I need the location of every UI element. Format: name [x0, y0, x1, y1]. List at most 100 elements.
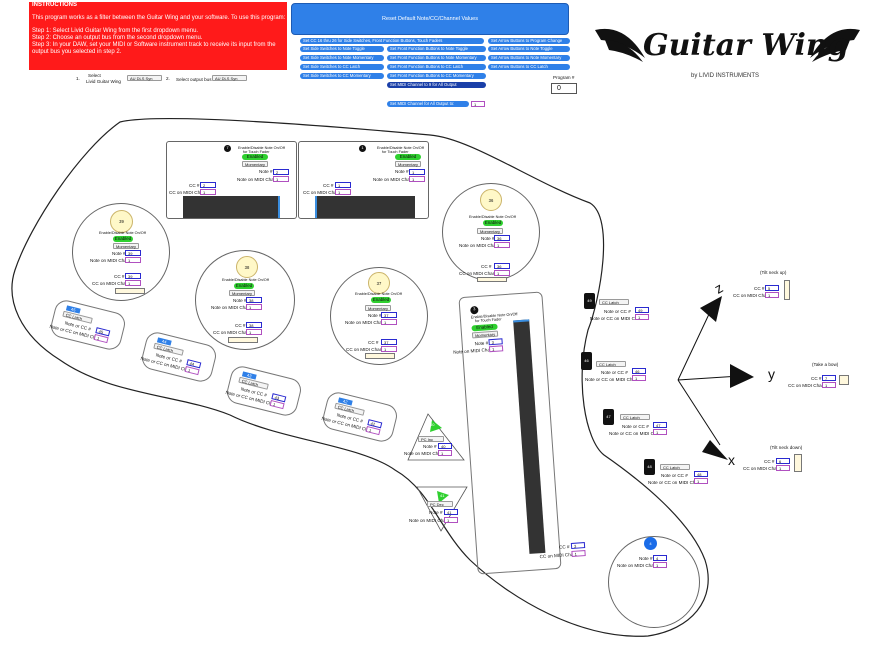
fader-2-mode-dropdown[interactable]: Momentary — [395, 161, 421, 167]
pad-38-cc-field[interactable]: 38 — [246, 322, 262, 328]
pad-39-note-chan-stepper[interactable]: 1 — [125, 257, 141, 263]
fader-1-cc-chan-label: CC on MIDI Chan — [169, 190, 206, 195]
fader-2-slider[interactable] — [315, 196, 415, 218]
vertical-fader-note-chan-stepper[interactable]: 1 — [488, 345, 504, 353]
pad-37-pressure-slot[interactable] — [365, 353, 395, 359]
side-switch-49-num-field[interactable]: 49 — [635, 307, 649, 313]
output-bus-dropdown[interactable]: AU DLS Syn — [212, 75, 247, 81]
pad-38-cc-chan-stepper[interactable]: 1 — [246, 329, 262, 335]
pad-38-note-field[interactable]: 38 — [246, 297, 262, 303]
fader-2-cc-field[interactable]: 1 — [335, 182, 351, 188]
pad-38-enabled-toggle[interactable]: Enabled — [234, 283, 254, 289]
pad-37-cc-chan-stepper[interactable]: 1 — [381, 346, 397, 352]
midi-all-label-button[interactable]: Set MIDI Channel for All Output to: — [387, 101, 469, 107]
tilt-up-chan-stepper[interactable]: 1 — [765, 292, 779, 298]
fader-2-enabled-toggle[interactable]: Enabled — [395, 154, 421, 160]
arrow-up-chan-stepper[interactable]: 1 — [438, 450, 452, 456]
pad-37-note-field[interactable]: 37 — [381, 312, 397, 318]
side-switch-48-mode-dropdown[interactable]: CC Latch — [660, 464, 690, 470]
front-note-toggle-button[interactable]: Set Front Function Buttons to Note Toggl… — [387, 46, 486, 52]
fader-2-note-field[interactable]: 1 — [409, 169, 425, 175]
wheel-indicator[interactable]: 4 — [644, 537, 657, 550]
pad-39-mode-dropdown[interactable]: Momentary — [113, 243, 139, 249]
pad-37-enabled-toggle[interactable]: Enabled — [371, 297, 391, 303]
pad-38-pressure-slot[interactable] — [228, 337, 258, 343]
pad-36-mode-dropdown[interactable]: Momentary — [477, 228, 503, 234]
fader-1-cc-chan-stepper[interactable]: 1 — [200, 189, 216, 195]
arrow-up-mode-dropdown[interactable]: PC Inc — [418, 436, 444, 442]
side-note-toggle-button[interactable]: Set Side Switches to Note Toggle — [300, 46, 384, 52]
pad-36-cc-field[interactable]: 36 — [494, 263, 510, 269]
pad-36-note-field[interactable]: 36 — [494, 235, 510, 241]
pad-38-knob[interactable]: 38 — [236, 256, 258, 278]
arrow-down-mode-dropdown[interactable]: PC Dec — [427, 501, 453, 507]
side-switch-46-chan-stepper[interactable]: 1 — [632, 375, 646, 381]
pad-37-mode-dropdown[interactable]: Momentary — [365, 305, 391, 311]
pad-36-pressure-slot[interactable] — [477, 277, 507, 282]
vertical-fader-note-field[interactable]: 3 — [488, 338, 503, 346]
pad-38-mode-dropdown[interactable]: Momentary — [229, 290, 255, 296]
fader-1-cc-field[interactable]: 2 — [200, 182, 216, 188]
preset-cc16-26-button[interactable]: Set CC 16 thru 26 for Side Switches, Fro… — [300, 38, 484, 44]
pad-37-knob[interactable]: 37 — [368, 272, 390, 294]
midi-channel-9-button[interactable]: Set MIDI Channel to 9 for All Output — [387, 82, 486, 88]
fader-2-cc-chan-stepper[interactable]: 1 — [335, 189, 351, 195]
arrow-down-chan-stepper[interactable]: 1 — [444, 517, 458, 523]
tilt-down-chan-stepper[interactable]: 1 — [776, 465, 790, 471]
front-cc-latch-button[interactable]: Set Front Function Buttons to CC Latch — [387, 64, 486, 70]
side-switch-49-chan-stepper[interactable]: 1 — [635, 314, 649, 320]
fader-2-note-chan-stepper[interactable]: 1 — [409, 176, 425, 182]
vertical-fader-mode-dropdown[interactable]: Momentary — [471, 330, 499, 339]
pad-39-knob[interactable]: 39 — [110, 210, 133, 233]
front-note-momentary-button[interactable]: Set Front Function Buttons to Note Momen… — [387, 55, 486, 61]
side-switch-46-num-field[interactable]: 46 — [632, 368, 646, 374]
tilt-down-cc-field[interactable]: 6 — [776, 458, 790, 464]
wheel-note-field[interactable]: 4 — [653, 555, 667, 561]
front-cc-momentary-button[interactable]: Set Front Function Buttons to CC Momenta… — [387, 73, 486, 79]
pad-36-enabled-toggle[interactable]: Enabled — [483, 220, 503, 226]
bow-chan-stepper[interactable]: 1 — [822, 382, 836, 388]
vertical-fader-cc-chan-stepper[interactable]: 1 — [571, 550, 586, 557]
pad-39-cc-chan-stepper[interactable]: 1 — [125, 280, 141, 286]
arrow-cc-latch-button[interactable]: Set Arrow Buttons to CC Latch — [488, 64, 570, 70]
side-cc-momentary-button[interactable]: Set Side Switches to CC Momentary — [300, 73, 384, 79]
pad-36-cc-chan-stepper[interactable]: 1 — [494, 270, 510, 276]
fader-1-note-chan-stepper[interactable]: 1 — [273, 176, 289, 182]
side-note-momentary-button[interactable]: Set Side Switches to Note Momentary — [300, 55, 384, 61]
fader-1-slider[interactable] — [183, 196, 280, 218]
pad-36-knob[interactable]: 36 — [480, 189, 502, 211]
side-switch-47-num-field[interactable]: 47 — [653, 422, 667, 428]
side-cc-latch-button[interactable]: Set Side Switches to CC Latch — [300, 64, 384, 70]
vertical-fader-cc-field[interactable]: 3 — [570, 542, 586, 550]
pad-39-pressure-slot[interactable] — [115, 288, 145, 294]
bow-cc-field[interactable]: 7 — [822, 375, 836, 381]
fader-1-note-field[interactable]: 2 — [273, 169, 289, 175]
pad-37-cc-field[interactable]: 37 — [381, 339, 397, 345]
side-switch-48-chan-stepper[interactable]: 1 — [694, 478, 708, 484]
side-switch-46-mode-dropdown[interactable]: CC Latch — [596, 361, 626, 367]
pad-38-note-chan-stepper[interactable]: 1 — [246, 304, 262, 310]
wheel-chan-stepper[interactable]: 1 — [653, 562, 667, 568]
pad-36-note-chan-stepper[interactable]: 1 — [494, 242, 510, 248]
arrow-down-note-field[interactable]: 41 — [444, 509, 458, 515]
tilt-up-cc-field[interactable]: 5 — [765, 285, 779, 291]
side-switch-47-mode-dropdown[interactable]: CC Latch — [620, 414, 650, 420]
input-device-dropdown[interactable]: AU DLS Syn — [127, 75, 162, 81]
side-switch-49-mode-dropdown[interactable]: CC Latch — [599, 299, 629, 305]
fader-1-enabled-toggle[interactable]: Enabled — [242, 154, 268, 160]
pad-37-note-chan-stepper[interactable]: 1 — [381, 319, 397, 325]
vertical-fader-slider[interactable] — [513, 319, 546, 554]
arrow-up-note-field[interactable]: 40 — [438, 443, 452, 449]
arrow-program-change-button[interactable]: Set Arrow Buttons to Program Change — [488, 38, 570, 44]
pad-39-enabled-toggle[interactable]: Enabled — [113, 236, 133, 242]
side-switch-48-num-field[interactable]: 48 — [694, 471, 708, 477]
arrow-note-momentary-button[interactable]: Set Arrow Buttons to Note Momentary — [488, 55, 570, 61]
side-switch-47-chan-stepper[interactable]: 1 — [653, 429, 667, 435]
fader-1-mode-dropdown[interactable]: Momentary — [242, 161, 268, 167]
program-number-field[interactable]: 0 — [551, 83, 577, 94]
pad-39-cc-field[interactable]: 39 — [125, 273, 141, 279]
pad-39-note-field[interactable]: 39 — [125, 250, 141, 256]
arrow-note-toggle-button[interactable]: Set Arrow Buttons to Note Toggle — [488, 46, 570, 52]
reset-defaults-button[interactable]: Reset Default Note/CC/Channel Values — [291, 3, 569, 35]
midi-all-channel-stepper[interactable]: 1 — [471, 101, 485, 107]
